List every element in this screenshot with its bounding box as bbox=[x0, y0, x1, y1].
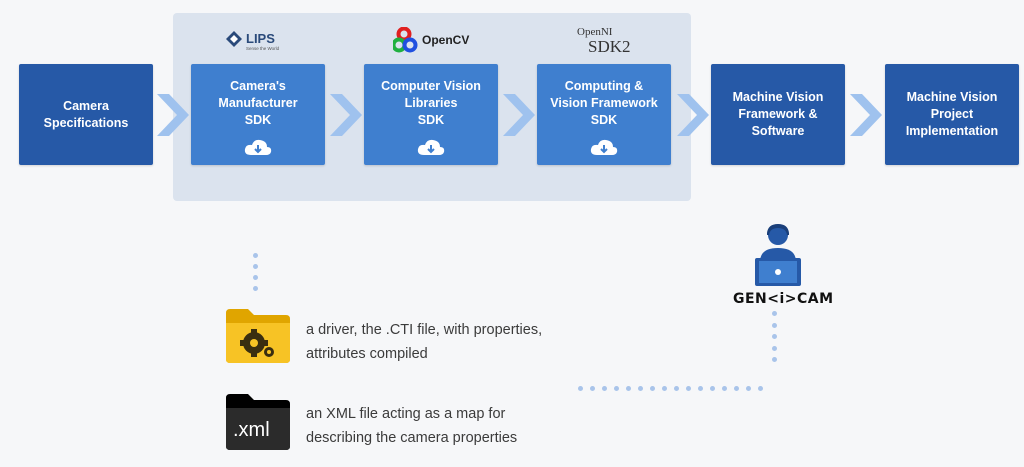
caption-line: describing the camera properties bbox=[306, 430, 518, 446]
connector-dot bbox=[626, 386, 631, 391]
box-camera-specs: Camera Specifications bbox=[19, 64, 153, 165]
connector-dot bbox=[772, 345, 777, 351]
connector-dot bbox=[698, 386, 703, 391]
connector-dot bbox=[614, 386, 619, 391]
cloud-download-icon[interactable] bbox=[416, 137, 446, 157]
chevron-right-icon bbox=[850, 94, 882, 136]
connector-dot bbox=[686, 386, 691, 391]
caption-line: an XML file acting as a map for bbox=[306, 406, 506, 422]
connector-dot bbox=[734, 386, 739, 391]
connector-dot bbox=[662, 386, 667, 391]
connector-dot bbox=[772, 357, 777, 362]
gear-folder-icon bbox=[226, 309, 290, 363]
file-caption-cti: a driver, the .CTI file, with properties… bbox=[306, 318, 542, 366]
box-line: Framework & bbox=[738, 107, 818, 121]
lips-logo-text: LIPS bbox=[246, 31, 275, 46]
connector-dot bbox=[722, 386, 727, 391]
box-line: Machine Vision bbox=[732, 90, 824, 104]
box-line: Implementation bbox=[905, 124, 999, 138]
box-line: SDK bbox=[244, 113, 272, 127]
box-line: Computer Vision bbox=[381, 79, 481, 93]
chevron-right-icon bbox=[157, 94, 189, 136]
opencv-logo: OpenCV bbox=[391, 26, 483, 55]
box-line: Machine Vision bbox=[906, 90, 998, 104]
box-manufacturer-sdk[interactable]: Camera's Manufacturer SDK bbox=[191, 64, 325, 165]
cloud-download-icon[interactable] bbox=[589, 137, 619, 157]
connector-dot bbox=[710, 386, 715, 391]
connector-dot bbox=[674, 386, 679, 391]
connector-dot bbox=[578, 386, 583, 391]
box-mv-framework: Machine Vision Framework & Software bbox=[711, 64, 845, 165]
box-line: Computing & bbox=[564, 79, 644, 93]
box-line: Software bbox=[751, 124, 805, 138]
box-line: Libraries bbox=[404, 96, 458, 110]
opencv-logo-text: OpenCV bbox=[422, 33, 469, 47]
connector-dot bbox=[650, 386, 655, 391]
openni-logo-bottom: SDK2 bbox=[588, 37, 631, 56]
connector-dot bbox=[772, 334, 777, 339]
box-computing-sdk[interactable]: Computing & Vision Framework SDK bbox=[537, 64, 671, 165]
connector-dot bbox=[590, 386, 595, 391]
box-line: SDK bbox=[417, 113, 445, 127]
lips-logo: LIPS Sense the World bbox=[224, 29, 294, 53]
box-line: Camera bbox=[63, 98, 109, 113]
box-line: Camera's bbox=[230, 79, 286, 93]
chevron-right-icon bbox=[677, 94, 709, 136]
box-line: Manufacturer bbox=[218, 96, 298, 110]
box-line: Project bbox=[930, 107, 974, 121]
box-mv-project: Machine Vision Project Implementation bbox=[885, 64, 1019, 165]
connector-dot bbox=[602, 386, 607, 391]
box-line: Specifications bbox=[43, 115, 129, 130]
caption-line: a driver, the .CTI file, with properties… bbox=[306, 322, 543, 338]
connector-dot bbox=[638, 386, 643, 391]
person-at-laptop-icon bbox=[755, 224, 801, 286]
box-line: Vision Framework bbox=[550, 96, 658, 110]
xml-folder-label: .xml bbox=[233, 419, 270, 441]
chevron-right-icon bbox=[503, 94, 535, 136]
connector-dot bbox=[746, 386, 751, 391]
lips-tagline: Sense the World bbox=[246, 46, 280, 51]
chevron-right-icon bbox=[330, 94, 362, 136]
openni-logo-top: OpenNI bbox=[577, 26, 613, 38]
file-caption-xml: an XML file acting as a map for describi… bbox=[306, 402, 517, 450]
box-cv-libraries-sdk[interactable]: Computer Vision Libraries SDK bbox=[364, 64, 498, 165]
xml-folder-icon: .xml bbox=[226, 394, 290, 450]
connector-dot bbox=[758, 386, 763, 391]
connector-dot bbox=[772, 311, 777, 316]
genicam-logo-text: GEN<i>CAM bbox=[733, 291, 834, 307]
openni-logo: OpenNI SDK2 bbox=[574, 23, 644, 57]
cloud-download-icon[interactable] bbox=[243, 137, 273, 157]
box-line: SDK bbox=[590, 113, 618, 127]
connector-dot bbox=[772, 322, 777, 328]
caption-line: attributes compiled bbox=[306, 346, 428, 362]
